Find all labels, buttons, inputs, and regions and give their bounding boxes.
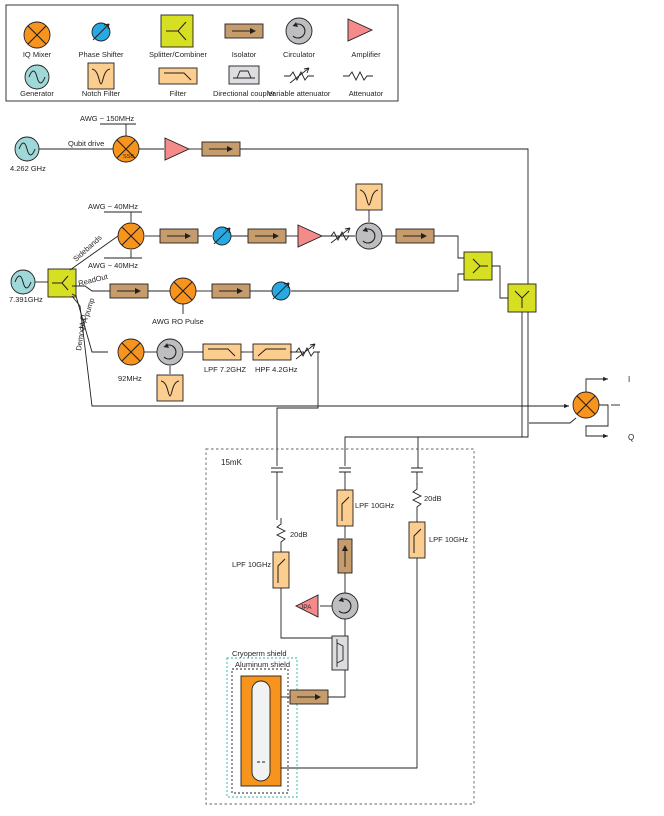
sidebands-label: Sidebands (71, 233, 104, 264)
legend-label: Amplifier (351, 50, 381, 59)
right-att-label: 20dB (424, 494, 442, 503)
lpf-7-2-icon (202, 343, 242, 361)
mid-isolator-icon (337, 538, 353, 574)
pump-circulator-icon (156, 338, 184, 366)
readout-mixer-icon (169, 277, 197, 305)
awg-ro-pulse-label: AWG RO Pulse (152, 317, 204, 326)
legend-label: IQ Mixer (23, 50, 52, 59)
legend-label: Splitter/Combiner (149, 50, 207, 59)
readout-isolator-2-icon (211, 283, 251, 299)
readout-splitter-icon (47, 268, 77, 298)
ssb-label: SSB (123, 154, 134, 160)
pump-notch-filter-icon (156, 374, 184, 402)
readout-generator-icon (10, 269, 36, 295)
left-att-label: 20dB (290, 530, 308, 539)
legend-label: Directional coupler (213, 89, 276, 98)
qubit-isolator-icon (201, 141, 241, 157)
sideband-isolator-1-icon (159, 228, 199, 244)
legend-directional-coupler-icon (228, 65, 260, 85)
legend-notch-filter-icon (87, 62, 115, 90)
legend-label: Phase Shifter (78, 50, 124, 59)
directional-coupler-icon (331, 635, 349, 671)
awg-bottom-label: AWG ~ 40MHz (88, 261, 138, 270)
dc-block-mid-icon (338, 467, 352, 473)
qubit-drive-label: Qubit drive (68, 139, 104, 148)
left-lpf-icon (272, 551, 290, 589)
qubit-generator-freq: 4.262 GHz (10, 164, 46, 173)
left-lpf-label: LPF 10GHz (232, 560, 271, 569)
fridge-temp-label: 15mK (221, 458, 243, 467)
dc-block-left-icon (270, 467, 284, 473)
sideband-isolator-3-icon (395, 228, 435, 244)
right-attenuator-icon (412, 482, 422, 514)
awg-top-label: AWG ~ 40MHz (88, 202, 138, 211)
readout-phase-shifter-icon (271, 281, 291, 301)
mhz92-label: 92MHz (118, 374, 142, 383)
sideband-variable-attenuator-icon (324, 227, 356, 244)
sideband-phase-shifter-icon (212, 226, 232, 246)
legend-label: Attenuator (349, 89, 384, 98)
cryoperm-shield (226, 657, 298, 798)
readout-isolator-1-icon (109, 283, 149, 299)
sideband-isolator-2-icon (247, 228, 287, 244)
right-lpf-label: LPF 10GHz (429, 535, 468, 544)
legend-filter-icon (158, 67, 198, 85)
cryoperm-label: Cryoperm shield (232, 649, 287, 658)
legend-circulator-icon (285, 17, 313, 45)
sideband-mixer-icon (117, 222, 145, 250)
aluminum-label: Aluminum shield (235, 660, 290, 669)
left-attenuator-icon (276, 517, 286, 549)
fridge: 15mK 20dB LPF 10GHz JPA LPF 10GHz (205, 423, 529, 805)
right-lpf-icon (408, 521, 426, 559)
jpa-label: JPA (300, 604, 312, 611)
cavity-isolator-icon (289, 689, 329, 705)
jpa-circulator-icon (331, 592, 359, 620)
legend-label: Generator (20, 89, 54, 98)
jpa-amplifier-icon (294, 594, 319, 618)
demod-mixer-icon (572, 391, 600, 419)
hpf-4-2-icon (252, 343, 292, 361)
aluminum-shield (231, 668, 289, 794)
readout-section: 7.391GHz AWG ~ 40MHz AWG ~ 40MHz Sideban… (9, 183, 634, 466)
qubit-drive-line: AWG ~ 150MHz Qubit drive 4.262 GHz SSB (10, 114, 529, 284)
pump-variable-attenuator-icon (289, 343, 321, 360)
legend-label: Filter (170, 89, 187, 98)
sideband-notch-filter-icon (355, 183, 383, 211)
sideband-circulator-icon (355, 222, 383, 250)
fridge-boundary (205, 448, 475, 805)
legend-splitter-icon (166, 21, 187, 41)
qubit-generator-icon (14, 136, 40, 162)
demod-lo-label: Demod LO (74, 314, 88, 351)
legend-isolator-icon (224, 23, 264, 39)
legend-label: Notch Filter (82, 89, 121, 98)
readout-branch-label: ReadOut (77, 272, 109, 288)
qubit-amplifier-icon (164, 137, 190, 161)
readout-generator-freq: 7.391GHz (9, 295, 43, 304)
legend-generator-icon (24, 64, 50, 90)
mid-lpf-label: LPF 10GHz (355, 501, 394, 510)
legend-label: Isolator (232, 50, 257, 59)
legend-label: Variable attenuator (268, 89, 331, 98)
legend: IQ Mixer Phase Shifter Splitter/Combiner… (5, 4, 399, 102)
hpf-4-2-label: HPF 4.2GHz (255, 365, 298, 374)
combiner-1-icon (463, 251, 493, 281)
qubit-chip-icon (251, 680, 271, 782)
output-q-label: Q (628, 433, 634, 442)
legend-label: Circulator (283, 50, 316, 59)
pump-mixer-icon (117, 338, 145, 366)
lpf-7-2-label: LPF 7.2GHZ (204, 365, 247, 374)
legend-mixer-icon (23, 21, 51, 49)
dc-block-right-icon (410, 467, 424, 473)
legend-phase-shifter-icon (91, 22, 111, 42)
mid-lpf-icon (336, 489, 354, 527)
output-i-label: I (628, 375, 630, 384)
combiner-2-icon (507, 283, 537, 313)
sideband-amplifier-icon (297, 224, 323, 248)
qubit-awg-label: AWG ~ 150MHz (80, 114, 134, 123)
